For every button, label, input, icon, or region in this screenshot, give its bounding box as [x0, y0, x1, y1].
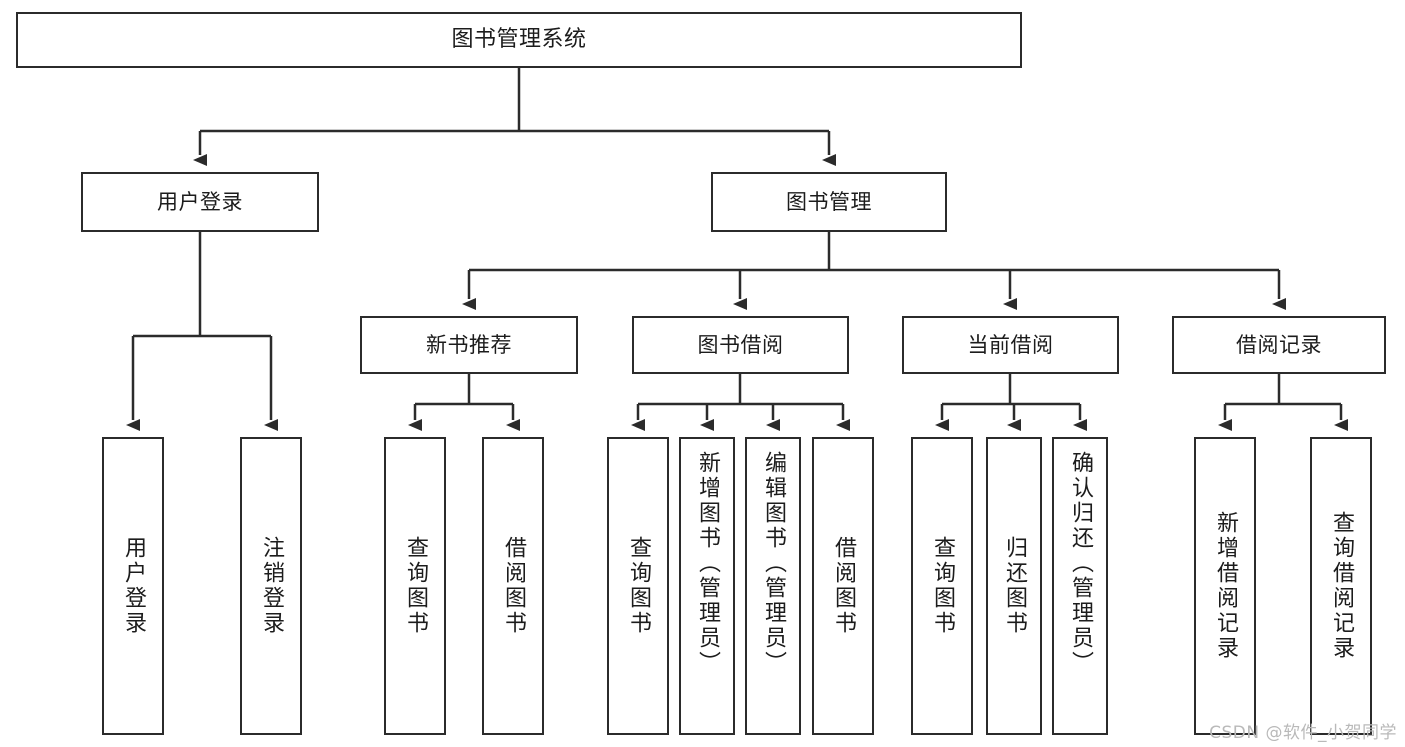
node-leaf-return-book[interactable]: 归还图书	[986, 437, 1042, 735]
node-leaf-query-book-current-label: 查询图书	[930, 536, 955, 636]
node-user-login[interactable]: 用户登录	[81, 172, 319, 232]
node-leaf-query-book-borrow-label: 查询图书	[626, 536, 651, 636]
node-leaf-borrow-book-rec-label: 借阅图书	[501, 536, 526, 636]
node-user-login-label: 用户登录	[157, 189, 243, 214]
node-leaf-query-borrow-record[interactable]: 查询借阅记录	[1310, 437, 1372, 735]
node-leaf-query-book-current[interactable]: 查询图书	[911, 437, 973, 735]
node-leaf-edit-book-admin[interactable]: 编辑图书（管理员）	[745, 437, 801, 735]
node-borrow-record[interactable]: 借阅记录	[1172, 316, 1386, 374]
node-current-borrow[interactable]: 当前借阅	[902, 316, 1119, 374]
node-leaf-user-logout-label: 注销登录	[259, 536, 284, 636]
node-leaf-add-book-admin[interactable]: 新增图书（管理员）	[679, 437, 735, 735]
node-leaf-confirm-return-admin-label: 确认归还（管理员）	[1068, 451, 1093, 676]
node-leaf-query-book-rec[interactable]: 查询图书	[384, 437, 446, 735]
node-leaf-return-book-label: 归还图书	[1002, 536, 1027, 636]
node-book-manage[interactable]: 图书管理	[711, 172, 947, 232]
node-leaf-borrow-book-rec[interactable]: 借阅图书	[482, 437, 544, 735]
node-new-book-recommend[interactable]: 新书推荐	[360, 316, 578, 374]
node-current-borrow-label: 当前借阅	[967, 332, 1054, 357]
node-leaf-user-login[interactable]: 用户登录	[102, 437, 164, 735]
node-leaf-edit-book-admin-label: 编辑图书（管理员）	[761, 451, 786, 676]
node-leaf-query-book-rec-label: 查询图书	[403, 536, 428, 636]
node-book-manage-label: 图书管理	[786, 189, 872, 214]
node-leaf-borrow-book[interactable]: 借阅图书	[812, 437, 874, 735]
node-leaf-user-login-label: 用户登录	[121, 536, 146, 636]
node-new-book-recommend-label: 新书推荐	[426, 332, 512, 357]
node-root-label: 图书管理系统	[451, 27, 587, 53]
node-leaf-confirm-return-admin[interactable]: 确认归还（管理员）	[1052, 437, 1108, 735]
node-leaf-add-borrow-record[interactable]: 新增借阅记录	[1194, 437, 1256, 735]
node-book-borrow[interactable]: 图书借阅	[632, 316, 849, 374]
node-leaf-user-logout[interactable]: 注销登录	[240, 437, 302, 735]
node-leaf-query-book-borrow[interactable]: 查询图书	[607, 437, 669, 735]
node-root[interactable]: 图书管理系统	[16, 12, 1022, 68]
node-borrow-record-label: 借阅记录	[1236, 332, 1322, 357]
node-leaf-add-borrow-record-label: 新增借阅记录	[1213, 511, 1238, 661]
node-leaf-add-book-admin-label: 新增图书（管理员）	[695, 451, 720, 676]
node-leaf-query-borrow-record-label: 查询借阅记录	[1329, 511, 1354, 661]
node-book-borrow-label: 图书借阅	[697, 332, 784, 357]
watermark: CSDN @软件_小贺同学	[1209, 723, 1397, 743]
node-leaf-borrow-book-label: 借阅图书	[831, 536, 856, 636]
